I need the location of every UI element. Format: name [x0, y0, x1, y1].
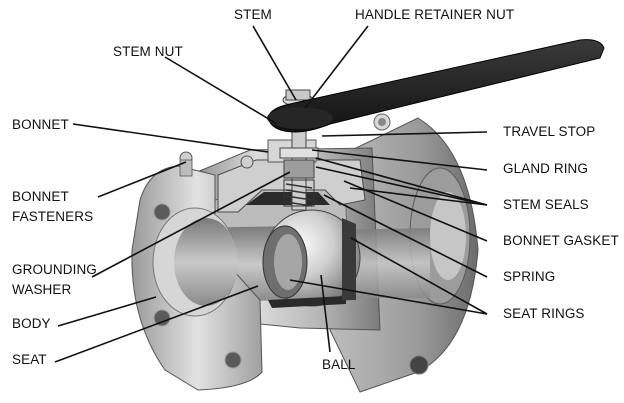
leader-seat — [54, 285, 259, 363]
ball-part — [262, 209, 361, 308]
label-grounding-washer: GROUNDING WASHER — [12, 260, 97, 300]
leader-bonnet-gasket — [343, 180, 488, 242]
leader-spring — [323, 194, 488, 278]
leader-body — [57, 296, 157, 327]
leader-stem-seals-c — [349, 187, 488, 206]
leader-bonnet — [72, 123, 269, 153]
leader-seat-rings-b — [289, 279, 488, 315]
leader-gland-ring — [311, 149, 488, 171]
label-grounding-washer-line2: WASHER — [12, 282, 72, 297]
label-gland-ring: GLAND RING — [503, 161, 589, 176]
leader-grounding-washer — [91, 171, 291, 278]
label-bonnet: BONNET — [12, 117, 69, 132]
leader-bonnet-fasteners — [97, 161, 187, 198]
handle — [267, 39, 605, 133]
leader-stem-seals-b — [315, 166, 488, 206]
label-grounding-washer-line1: GROUNDING — [12, 262, 97, 277]
leader-stem-seals-a — [315, 157, 488, 206]
label-seat-rings: SEAT RINGS — [503, 306, 585, 321]
label-handle-retainer-nut: HANDLE RETAINER NUT — [355, 7, 515, 22]
label-stem-seals: STEM SEALS — [503, 197, 589, 212]
leader-stem-nut — [164, 56, 278, 125]
leader-handle-retainer-nut — [304, 25, 369, 109]
label-stem: STEM — [234, 7, 272, 22]
label-bonnet-fasteners-line1: BONNET — [12, 189, 69, 204]
left-flange — [131, 165, 263, 391]
label-spring: SPRING — [503, 269, 556, 284]
leader-ball — [320, 274, 331, 353]
label-ball: BALL — [322, 357, 356, 372]
leader-seat-rings-a — [350, 237, 488, 315]
label-stem-nut: STEM NUT — [113, 44, 183, 59]
label-seat: SEAT — [12, 352, 47, 367]
label-body: BODY — [12, 316, 51, 331]
leader-stem — [252, 25, 297, 101]
label-bonnet-fasteners: BONNET FASTENERS — [12, 187, 93, 227]
label-bonnet-gasket: BONNET GASKET — [503, 233, 619, 248]
leader-travel-stop — [321, 131, 488, 137]
label-travel-stop: TRAVEL STOP — [503, 124, 596, 139]
label-bonnet-fasteners-line2: FASTENERS — [12, 209, 94, 224]
